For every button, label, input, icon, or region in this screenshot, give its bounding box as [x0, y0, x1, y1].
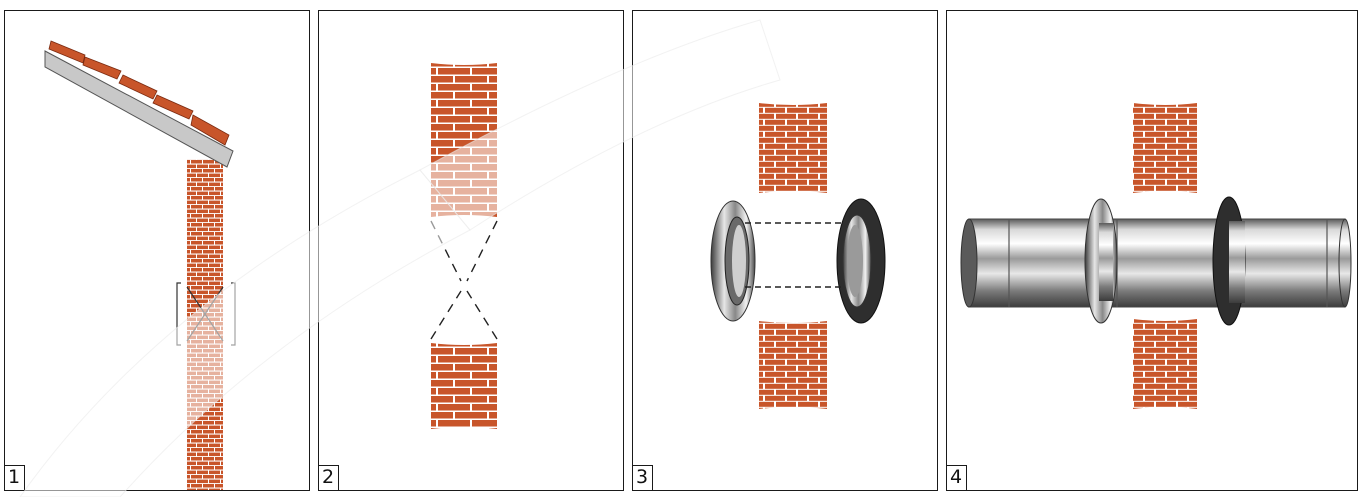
panel-2: 2	[318, 10, 624, 491]
panel-number: 4	[947, 465, 967, 490]
wall-opening-icon	[430, 63, 498, 429]
panel-number: 2	[319, 465, 339, 490]
panel-number: 1	[5, 465, 25, 490]
pipe-through-wall-icon	[960, 103, 1352, 409]
panel-3: 3	[632, 10, 938, 491]
roof-wall-cut-icon	[44, 40, 236, 490]
wall-sleeves-icon	[710, 103, 886, 409]
panel-1: 1	[4, 10, 310, 491]
panel-number: 3	[633, 465, 653, 490]
panel-4: 4	[946, 10, 1358, 491]
